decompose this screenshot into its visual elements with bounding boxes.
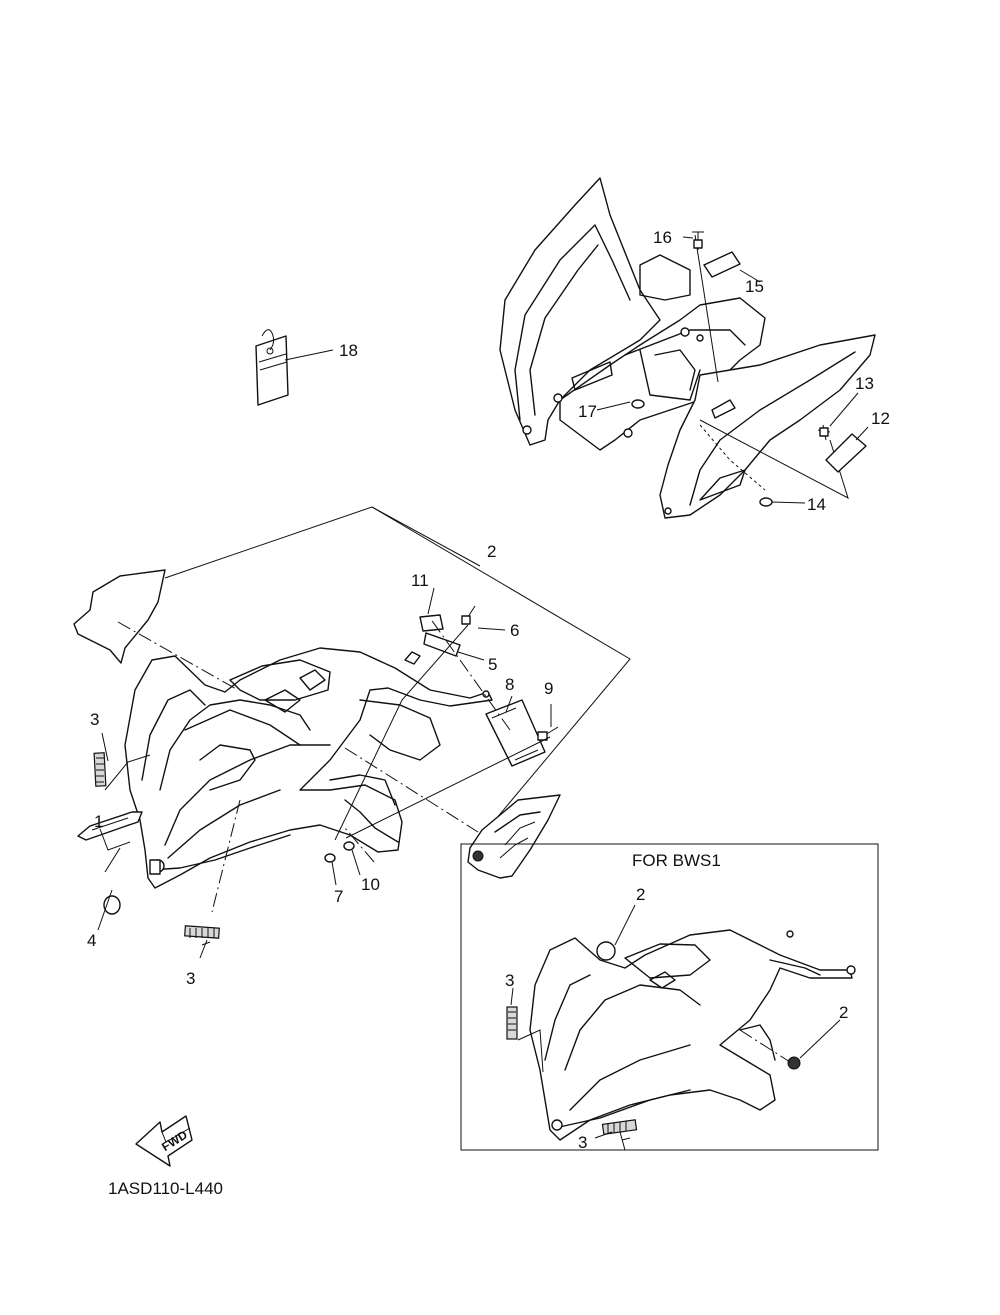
part-18-tag bbox=[255, 329, 289, 406]
part-15-label bbox=[703, 251, 741, 278]
part-14-nut bbox=[759, 497, 773, 507]
part-3-decal-a bbox=[93, 752, 107, 787]
bws1-fender-drawing bbox=[529, 929, 856, 1141]
drawing-code: 1ASD110-L440 bbox=[108, 1179, 223, 1198]
part-12-label bbox=[825, 433, 867, 473]
callout-5: 5 bbox=[488, 655, 497, 674]
part-7-nut bbox=[324, 853, 336, 863]
part-1-emblem bbox=[77, 811, 143, 841]
rear-fender-drawing bbox=[499, 177, 876, 519]
callout-18: 18 bbox=[339, 341, 358, 360]
part-2-decal bbox=[73, 569, 166, 664]
callout-7: 7 bbox=[334, 887, 343, 906]
callout-12: 12 bbox=[871, 409, 890, 428]
part-11-label bbox=[419, 614, 444, 632]
inset-callout-2-right: 2 bbox=[839, 1003, 848, 1022]
part-5-label bbox=[423, 632, 461, 657]
callout-1: 1 bbox=[94, 812, 103, 831]
part-6-rivet bbox=[461, 605, 476, 625]
callout-3-lower: 3 bbox=[186, 969, 195, 988]
bws1-part-2-disc-b bbox=[787, 1056, 801, 1070]
bws1-part-3-decal-a bbox=[506, 1006, 518, 1040]
part-2-group-outline bbox=[164, 506, 631, 839]
bws1-part-2-disc-a bbox=[596, 941, 616, 961]
fwd-arrow-icon bbox=[135, 1115, 193, 1167]
callout-3-upper: 3 bbox=[90, 710, 99, 729]
part-16-rivet bbox=[692, 231, 704, 250]
callout-6: 6 bbox=[510, 621, 519, 640]
callout-4: 4 bbox=[87, 931, 96, 950]
bws1-part-3-decal-b bbox=[601, 1119, 638, 1135]
inset-callout-3-lower: 3 bbox=[578, 1133, 587, 1152]
inset-callout-2-upper: 2 bbox=[636, 885, 645, 904]
part-17-nut bbox=[631, 399, 645, 409]
part-2-side-graphic bbox=[467, 794, 561, 879]
callout-10: 10 bbox=[361, 875, 380, 894]
callout-14: 14 bbox=[807, 495, 826, 514]
front-fender-drawing bbox=[124, 647, 493, 889]
callout-13: 13 bbox=[855, 374, 874, 393]
callout-2: 2 bbox=[487, 542, 496, 561]
part-9-rivet bbox=[537, 726, 559, 741]
callout-15: 15 bbox=[745, 277, 764, 296]
callout-17: 17 bbox=[578, 402, 597, 421]
inset-title: FOR BWS1 bbox=[632, 851, 721, 870]
part-3-decal-b bbox=[184, 925, 220, 939]
bws1-inset bbox=[460, 843, 879, 1151]
callout-8: 8 bbox=[505, 675, 514, 694]
callout-11: 11 bbox=[411, 571, 429, 590]
part-10-nut bbox=[343, 841, 355, 851]
part-13-rivet bbox=[817, 424, 831, 441]
part-8-plate bbox=[485, 699, 546, 767]
callout-9: 9 bbox=[544, 679, 553, 698]
callout-16: 16 bbox=[653, 228, 672, 247]
inset-callout-3-left: 3 bbox=[505, 971, 514, 990]
